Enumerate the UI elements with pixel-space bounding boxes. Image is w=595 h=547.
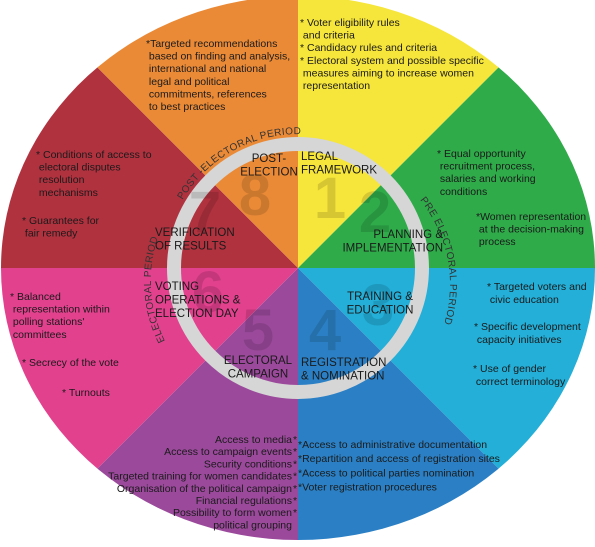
sector-number-2: 2 xyxy=(359,180,391,245)
sector-number-6: 6 xyxy=(192,260,224,325)
sector-6 xyxy=(1,268,298,481)
sector-2 xyxy=(298,55,595,268)
bullet-block-s3a: * Targeted voters and civic education xyxy=(487,281,587,306)
bullet-block-s8: *Targeted recommendations based on findi… xyxy=(146,38,290,113)
stage-label-s4: REGISTRATION& NOMINATION xyxy=(301,357,386,383)
stage-label-s3: TRAINING &EDUCATION xyxy=(347,291,414,317)
bullet-block-s2b: *Women representation at the decision-ma… xyxy=(476,211,586,248)
sector-8 xyxy=(85,0,298,268)
bullet-texts: * Voter eligibility rules and criteria* … xyxy=(10,17,587,531)
bullet-block-s7a: * Conditions of access to electoral disp… xyxy=(36,149,152,199)
sector-number-4: 4 xyxy=(309,298,341,363)
stage-label-s2: PLANNING &IMPLEMENTATION xyxy=(342,229,443,255)
sector-number-8: 8 xyxy=(239,163,271,228)
sector-5 xyxy=(85,268,298,540)
bullet-block-s2a: * Equal opportunity recruitment process,… xyxy=(437,148,536,198)
bullet-block-s7b: * Guarantees for fair remedy xyxy=(22,215,100,240)
sector-3 xyxy=(298,268,595,481)
bullet-block-s6c: * Turnouts xyxy=(62,387,110,399)
bullet-block-s1: * Voter eligibility rules and criteria* … xyxy=(300,17,484,92)
bullet-block-s6b: * Secrecy of the vote xyxy=(22,357,119,369)
period-ring-band xyxy=(167,137,429,399)
bullet-block-s6a: * Balanced representation within polling… xyxy=(10,291,110,341)
sector-number-7: 7 xyxy=(189,180,221,245)
sector-4 xyxy=(298,268,511,540)
bullet-block-s3c: * Use of gender correct terminology xyxy=(473,363,566,388)
sector-7 xyxy=(1,55,298,268)
stage-label-s8: POST-ELECTION xyxy=(240,153,298,179)
sector-number-1: 1 xyxy=(314,166,346,231)
bullet-marks-s5: ******* xyxy=(293,434,297,519)
bullet-block-s4: *Access to administrative documentation*… xyxy=(298,439,500,494)
sector-number-5: 5 xyxy=(242,298,274,363)
sector-number-3: 3 xyxy=(362,273,394,338)
bullet-block-s3b: * Specific development capacity initiati… xyxy=(474,321,581,346)
sector-1 xyxy=(298,0,511,268)
